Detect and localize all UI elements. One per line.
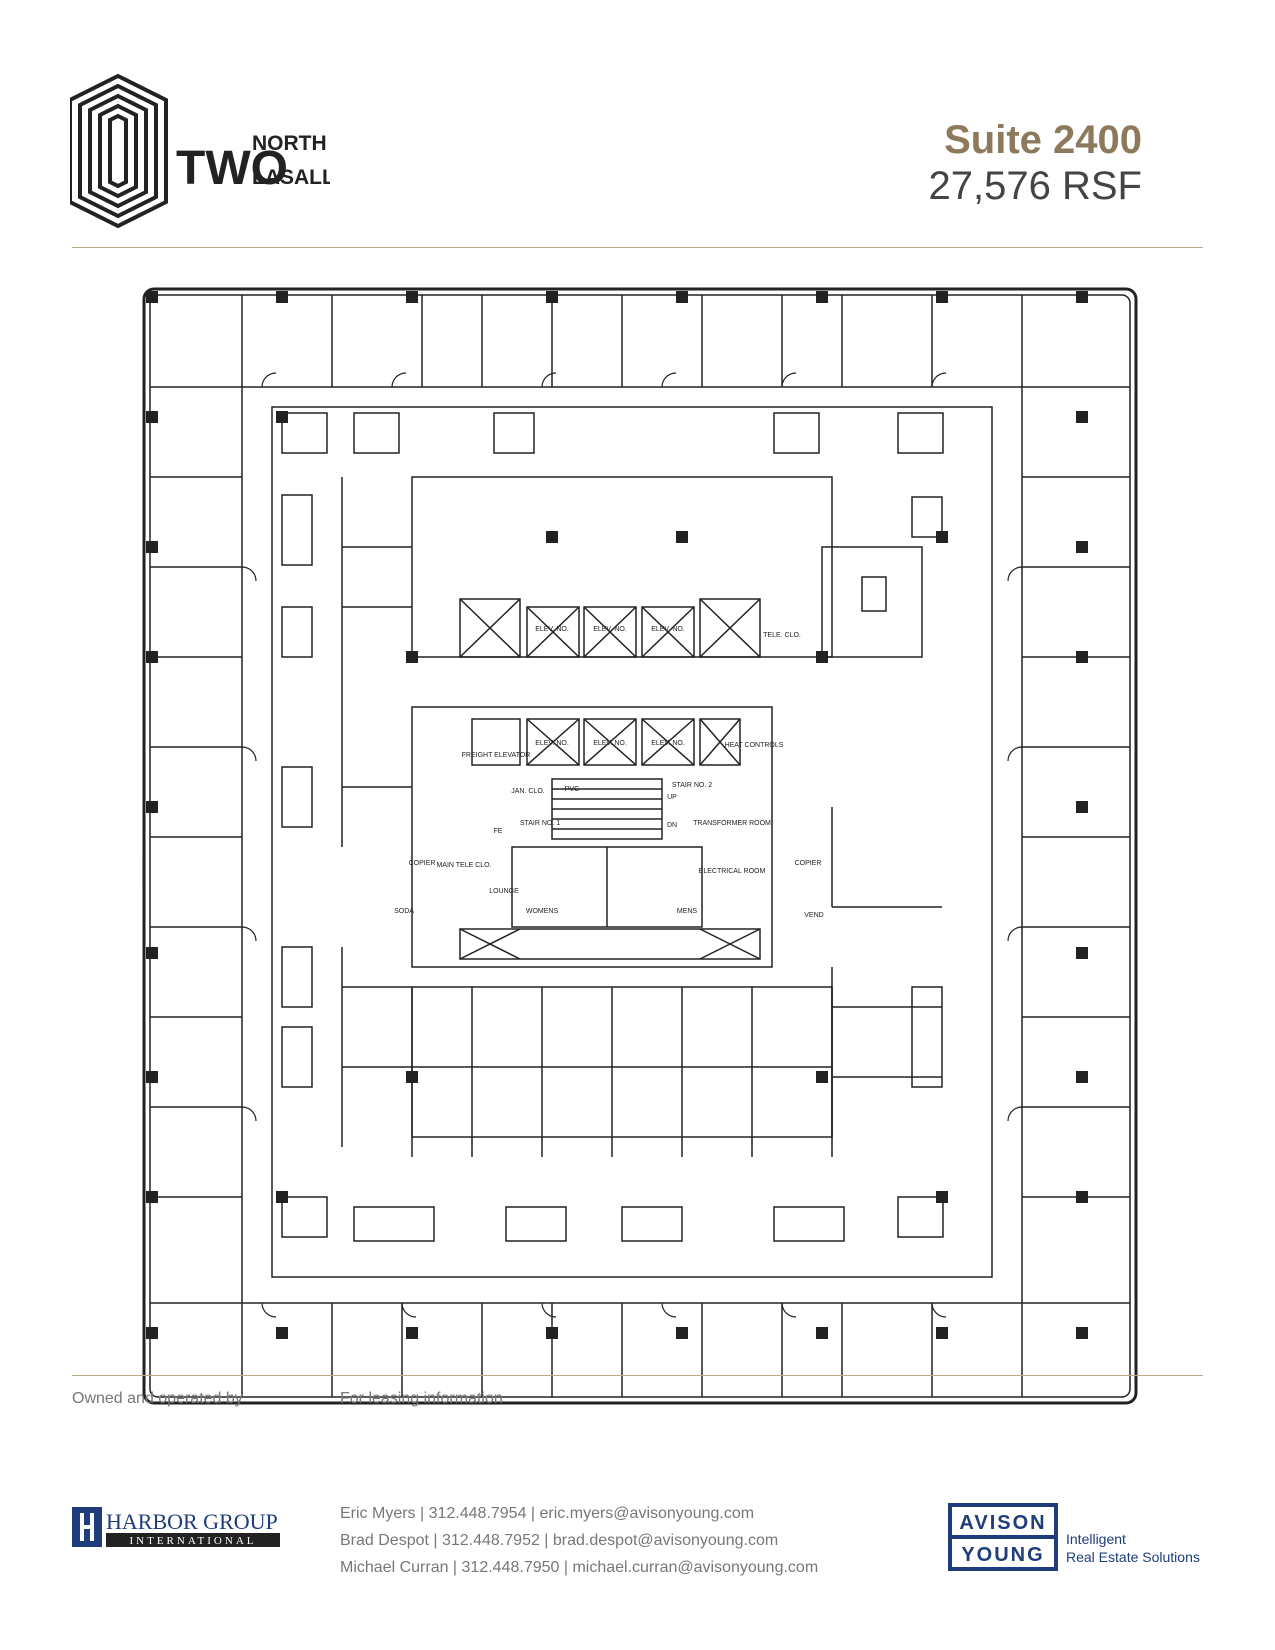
tele-clo-label: TELE. CLO.: [763, 632, 801, 639]
contacts-list: Eric Myers | 312.448.7954 | eric.myers@a…: [340, 1500, 818, 1581]
contact-brad-despot: Brad Despot | 312.448.7952 | brad.despot…: [340, 1532, 779, 1549]
two-north-lasalle-logo: TWO NORTH LASALLE: [68, 72, 349, 232]
up-label: UP: [667, 794, 677, 801]
elev-label-1: ELEV. NO.: [535, 626, 569, 633]
floor-plan-drawing: ELEV. NO. ELEV. NO. ELEV. NO. ELEV. NO. …: [142, 287, 1138, 1405]
dn-label: DN: [667, 822, 677, 829]
suite-area: 27,576 RSF: [928, 164, 1142, 208]
avison-young-icon: AVISON YOUNG: [948, 1503, 1058, 1571]
tagline-line-1: Intelligent: [1066, 1531, 1126, 1547]
elev-label-5: ELEV. NO.: [593, 740, 627, 747]
harbor-group-text: HARBOR GROUP: [106, 1509, 278, 1534]
transformer-room-label: TRANSFORMER ROOM: [693, 820, 771, 827]
leasing-label: For leasing information: [340, 1390, 503, 1407]
vend-label: VEND: [804, 912, 823, 919]
lounge-label: LOUNGE: [489, 888, 519, 895]
contact-eric-myers: Eric Myers | 312.448.7954 | eric.myers@a…: [340, 1505, 755, 1522]
main-tele-clo-label: MAIN TELE CLO.: [436, 862, 491, 869]
footer-divider: [72, 1375, 1203, 1376]
elev-label-4: ELEV. NO.: [535, 740, 569, 747]
pvc-label: PVC: [565, 786, 579, 793]
header-divider: [72, 247, 1203, 248]
elev-label-6: ELEV. NO.: [651, 740, 685, 747]
womens-label: WOMENS: [526, 908, 559, 915]
building-logo-icon: TWO NORTH LASALLE: [68, 73, 349, 229]
contact-michael-curran: Michael Curran | 312.448.7950 | michael.…: [340, 1559, 819, 1576]
harbor-group-logo: HARBOR GROUP INTERNATIONAL: [72, 1505, 282, 1549]
freight-elevator-label: FREIGHT ELEVATOR: [462, 752, 531, 759]
avison-text: AVISON: [959, 1512, 1046, 1534]
soda-label: SODA: [394, 908, 414, 915]
copier-label-right: COPIER: [795, 860, 822, 867]
stair-2-label: STAIR NO. 2: [672, 782, 712, 789]
harbor-international-text: INTERNATIONAL: [130, 1535, 257, 1547]
elev-label-3: ELEV. NO.: [651, 626, 685, 633]
electrical-room-label: ELECTRICAL ROOM: [699, 868, 766, 875]
suite-title: Suite 2400: [944, 118, 1142, 162]
logo-lasalle-text: LASALLE: [252, 166, 330, 189]
logo-north-text: NORTH: [252, 132, 327, 155]
copier-label-left: COPIER: [409, 860, 436, 867]
fe-label: FE: [494, 828, 503, 835]
avison-young-logo: AVISON YOUNG: [948, 1503, 1058, 1571]
elev-label-2: ELEV. NO.: [593, 626, 627, 633]
stair-1-label: STAIR NO. 1: [520, 820, 560, 827]
logo-two-text: TWO: [176, 142, 288, 195]
avison-young-tagline: Intelligent Real Estate Solutions: [1066, 1530, 1200, 1566]
tagline-line-2: Real Estate Solutions: [1066, 1549, 1200, 1565]
mens-label: MENS: [677, 908, 698, 915]
jan-clo-label: JAN. CLO.: [511, 788, 545, 795]
harbor-group-icon: HARBOR GROUP INTERNATIONAL: [72, 1507, 280, 1547]
young-text: YOUNG: [961, 1544, 1044, 1566]
floor-plan: ELEV. NO. ELEV. NO. ELEV. NO. ELEV. NO. …: [142, 287, 1138, 1405]
owned-label: Owned and operated by: [72, 1390, 243, 1407]
heat-controls-label: HEAT CONTROLS: [725, 742, 784, 749]
suite-header: Suite 2400 27,576 RSF: [929, 118, 1142, 210]
